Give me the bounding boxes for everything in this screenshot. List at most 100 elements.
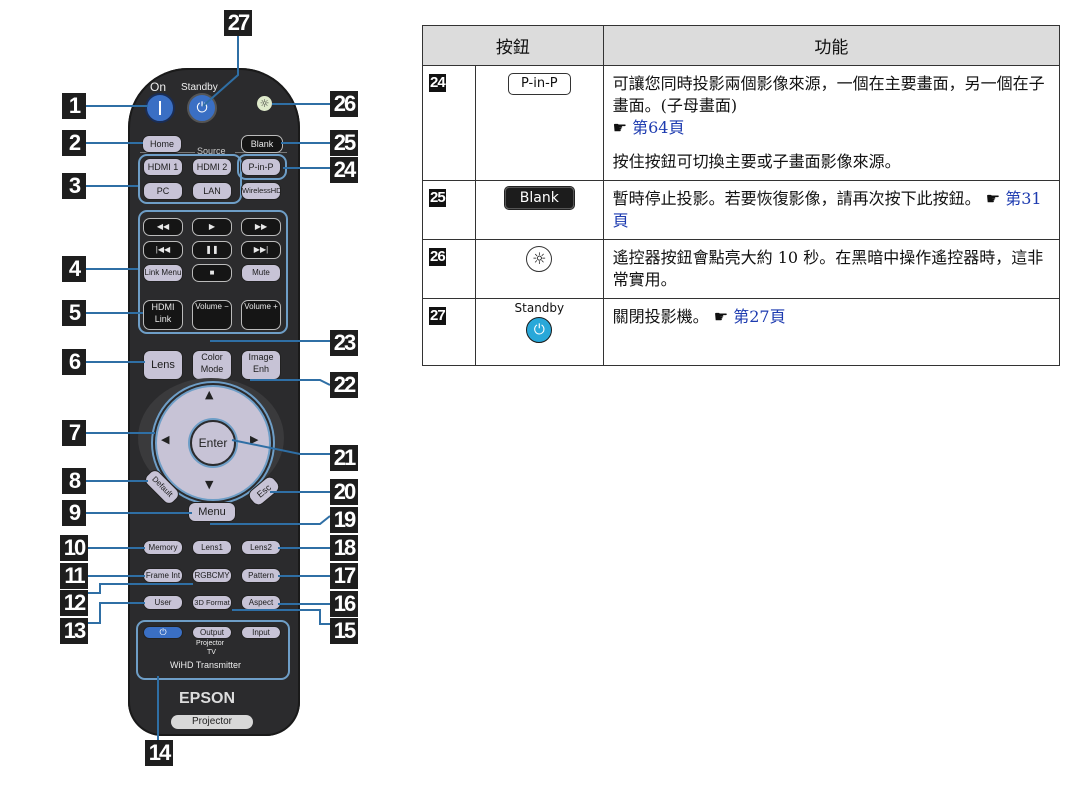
row-number-cell: 24 [422,65,476,181]
callout-18: 18 [330,535,358,561]
output-button[interactable]: Output [192,626,232,639]
memory-button[interactable]: Memory [143,540,183,555]
page-link[interactable]: 第27頁 [733,307,786,326]
header-function: 功能 [602,25,1061,66]
callout-26: 26 [330,91,358,117]
hdmi2-button[interactable]: HDMI 2 [192,158,232,176]
wireless-hd-button[interactable]: WirelessHD [241,182,281,200]
light-icon: ☼ [259,97,270,110]
fast-forward-button[interactable]: ▶▶ [241,218,281,236]
callout-21: 21 [330,445,358,471]
page-link[interactable]: 第31頁 [612,189,1042,230]
function-description: 關閉投影機。 ☛ 第27頁 [613,306,1050,328]
on-button[interactable] [145,93,175,123]
page-reference: ☛ 第64頁 [613,117,1050,139]
next-button[interactable]: ▶▶| [241,241,281,259]
power-icon: ⏻ [196,100,208,116]
right-button[interactable]: ▶ [250,433,259,446]
row-number: 25 [429,189,446,207]
row-number: 26 [429,248,446,266]
table-row: 26 ☼ 遙控器按鈕會點亮大約 10 秒。在黑暗中操作遙控器時，這非常實用。 [422,239,1061,299]
callout-5: 5 [62,300,86,326]
description-text: 關閉投影機。 [612,307,709,326]
row-number-cell: 26 [422,239,476,299]
function-description: 按住按鈕可切換主要或子畫面影像來源。 [612,152,901,171]
table-row: 27 Standby ⏻ 關閉投影機。 ☛ 第27頁 [422,298,1061,366]
pattern-button[interactable]: Pattern [241,568,281,583]
lan-button[interactable]: LAN [192,182,232,200]
left-button[interactable]: ◀ [161,433,170,446]
function-description: 遙控器按鈕會點亮大約 10 秒。在黑暗中操作遙控器時，這非常實用。 [612,248,1044,289]
function-description: 暫時停止投影。若要恢復影像，請再次按下此按鈕。 ☛ 第31頁 [613,188,1050,232]
source-label: Source [197,146,226,156]
callout-23: 23 [330,330,358,356]
play-button[interactable]: ▶ [192,218,232,236]
menu-button[interactable]: Menu [188,502,236,522]
button-cell: Blank [475,180,604,240]
table-header-row: 按鈕 功能 [422,25,1061,66]
callout-lines [86,36,331,740]
previous-button[interactable]: |◀◀ [143,241,183,259]
button-function-table: 按鈕 功能 24 P-in-P 可讓您同時投影兩個影像來源，一個在主要畫面，另一… [422,25,1061,366]
standby-label: Standby [514,301,565,315]
callout-8: 8 [62,468,86,494]
function-cell: 關閉投影機。 ☛ 第27頁 [602,298,1061,366]
stop-button[interactable]: ■ [192,264,232,282]
rgbcmy-button[interactable]: RGBCMY [192,568,232,583]
callout-3: 3 [62,173,86,199]
row-number-cell: 25 [422,180,476,240]
callout-6: 6 [62,349,86,375]
description-text: 暫時停止投影。若要恢復影像，請再次按下此按鈕。 [612,189,981,208]
callout-13: 13 [60,618,88,644]
mute-button[interactable]: Mute [241,264,281,282]
callout-17: 17 [330,563,358,589]
pointing-hand-icon: ☛ [612,118,627,137]
pc-button[interactable]: PC [143,182,183,200]
callout-7: 7 [62,420,86,446]
callout-12: 12 [60,590,88,616]
input-button[interactable]: Input [241,626,281,639]
button-cell: ☼ [475,239,604,299]
on-label: On [150,80,167,94]
callout-27: 27 [224,10,252,36]
function-cell: 按住按鈕可切換主要或子畫面影像來源。 [602,144,1061,181]
lens-button[interactable]: Lens [143,350,183,380]
button-cell: P-in-P [475,65,604,181]
lens1-button[interactable]: Lens1 [192,540,232,555]
table-row: 24 P-in-P 可讓您同時投影兩個影像來源，一個在主要畫面，另一個在子畫面。… [422,65,1061,181]
3d-format-button[interactable]: 3D Format [192,595,232,610]
hdmi-link-button[interactable]: HDMI Link [143,300,183,330]
function-cell: 暫時停止投影。若要恢復影像，請再次按下此按鈕。 ☛ 第31頁 [602,180,1061,240]
down-button[interactable]: ▼ [205,478,214,491]
callout-19: 19 [330,507,358,533]
wihd-power-button[interactable]: ⏻ [143,626,183,639]
brand-logo: EPSON [179,690,236,707]
media-group-outline [138,210,288,334]
callout-25: 25 [330,130,358,156]
pause-button[interactable]: ❚❚ [192,241,232,259]
volume-up-button[interactable]: Volume + [241,300,281,330]
light-icon: ☼ [526,246,553,272]
link-menu-button[interactable]: Link Menu [143,264,183,282]
wihd-title: WiHD Transmitter [170,660,242,670]
hdmi1-button[interactable]: HDMI 1 [143,158,183,176]
enter-button[interactable]: Enter [190,420,236,466]
callout-24: 24 [330,157,358,183]
pinp-button[interactable]: P-in-P [241,158,281,176]
callout-16: 16 [330,591,358,617]
callout-11: 11 [60,563,88,589]
wihd-tv-label: TV [207,649,216,656]
illumination-button[interactable]: ☼ [257,96,272,111]
lens2-button[interactable]: Lens2 [241,540,281,555]
callout-14: 14 [145,740,173,766]
page-link[interactable]: 第64頁 [632,118,685,137]
remote-control-diagram: On Standby Source ⏻ ☼ Home Blank HDMI 1 … [0,0,400,799]
volume-down-button[interactable]: Volume − [192,300,232,330]
callout-1: 1 [62,93,86,119]
wihd-group-outline [136,620,290,680]
rewind-button[interactable]: ◀◀ [143,218,183,236]
up-button[interactable]: ▲ [205,388,214,401]
table-row: 25 Blank 暫時停止投影。若要恢復影像，請再次按下此按鈕。 ☛ 第31頁 [422,180,1061,240]
header-button: 按鈕 [422,25,604,66]
image-enhancement-button[interactable]: Image Enh [241,350,281,380]
